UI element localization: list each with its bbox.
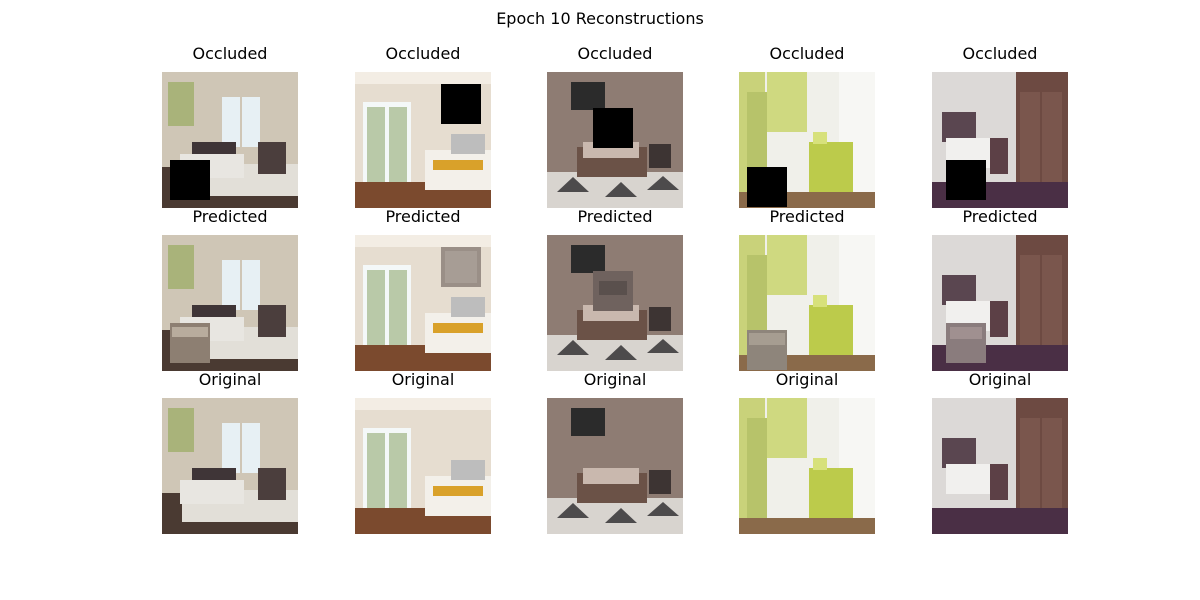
bedroom-illustration [547,72,683,208]
panel-title: Predicted [192,207,268,226]
bedroom-illustration [547,235,683,371]
bedroom-image [547,72,683,208]
panel-title: Original [583,370,647,389]
bedroom-illustration [739,398,875,534]
bedroom-image [547,235,683,371]
panel-title: Occluded [192,44,268,63]
predicted-image-panel-1: Predicted [162,207,298,371]
bedroom-illustration [932,72,1068,208]
bedroom-illustration [162,398,298,534]
panel-title: Predicted [962,207,1038,226]
panel-title: Predicted [769,207,845,226]
bedroom-illustration [355,235,491,371]
predicted-image-panel-5: Predicted [932,207,1068,371]
figure-title: Epoch 10 Reconstructions [496,9,704,28]
panel-title: Predicted [385,207,461,226]
original-image-panel-5: Original [932,370,1068,534]
bedroom-image [932,72,1068,208]
bedroom-image [932,235,1068,371]
bedroom-image [162,72,298,208]
panel-title: Occluded [769,44,845,63]
occluded-image-panel-3: Occluded [547,44,683,208]
occluded-image-panel-4: Occluded [739,44,875,208]
bedroom-image [739,72,875,208]
panel-title: Original [198,370,262,389]
panel-title: Original [775,370,839,389]
original-image-panel-3: Original [547,370,683,534]
bedroom-image [355,72,491,208]
bedroom-illustration [739,72,875,208]
bedroom-image [739,398,875,534]
bedroom-image [355,235,491,371]
panel-title: Occluded [577,44,653,63]
bedroom-image [547,398,683,534]
original-image-panel-2: Original [355,370,491,534]
occluded-image-panel-5: Occluded [932,44,1068,208]
bedroom-illustration [932,398,1068,534]
original-image-panel-4: Original [739,370,875,534]
bedroom-image [162,235,298,371]
panel-title: Predicted [577,207,653,226]
occluded-image-panel-1: Occluded [162,44,298,208]
bedroom-image [162,398,298,534]
bedroom-illustration [932,235,1068,371]
bedroom-image [739,235,875,371]
predicted-image-panel-2: Predicted [355,207,491,371]
panel-title: Original [391,370,455,389]
bedroom-illustration [739,235,875,371]
original-image-panel-1: Original [162,370,298,534]
bedroom-image [932,398,1068,534]
bedroom-illustration [162,235,298,371]
panel-title: Occluded [385,44,461,63]
bedroom-illustration [547,398,683,534]
occluded-image-panel-2: Occluded [355,44,491,208]
predicted-image-panel-4: Predicted [739,207,875,371]
predicted-image-panel-3: Predicted [547,207,683,371]
bedroom-illustration [355,72,491,208]
panel-title: Original [968,370,1032,389]
bedroom-illustration [355,398,491,534]
bedroom-illustration [162,72,298,208]
panel-title: Occluded [962,44,1038,63]
bedroom-image [355,398,491,534]
